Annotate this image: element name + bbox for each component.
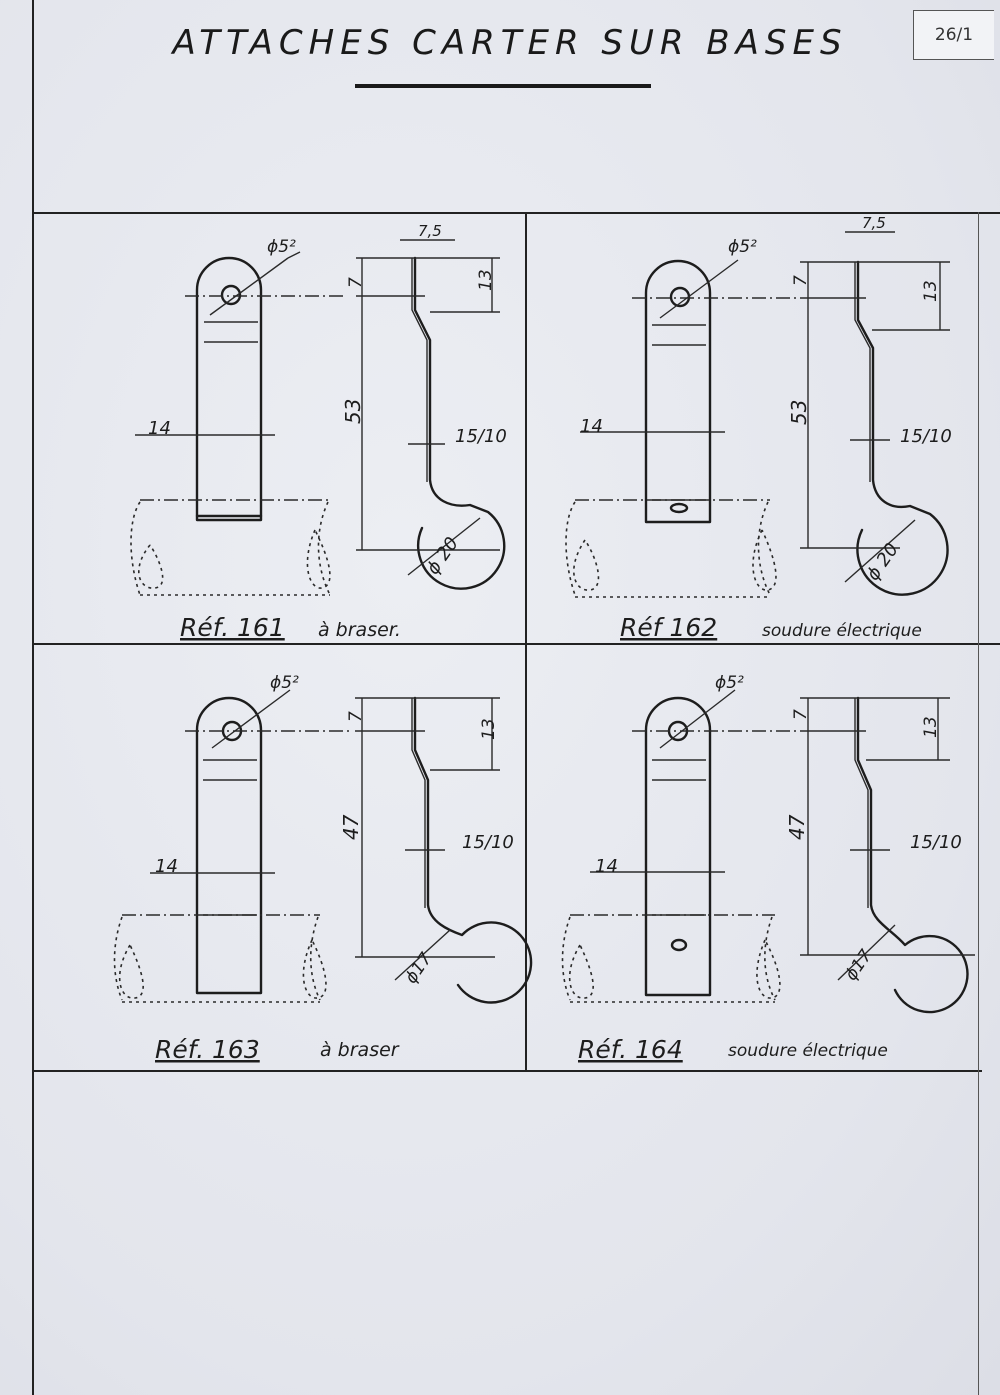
ref-label: Réf 162 xyxy=(620,613,717,642)
length-label: 47 xyxy=(785,814,809,840)
frame-left-border xyxy=(32,0,34,1395)
frame-right-border xyxy=(978,212,979,1395)
method-label: à braser xyxy=(320,1039,400,1061)
weld-spot xyxy=(670,938,688,952)
bracket-side-profile xyxy=(856,260,949,596)
frame-header-divider xyxy=(32,212,1000,214)
bracket-front-view xyxy=(644,259,712,524)
frame-center-divider xyxy=(525,212,527,1072)
weld-spot xyxy=(669,502,689,514)
offset-label: 7,5 xyxy=(862,214,886,232)
ring-dia-label: ϕ17 xyxy=(401,949,436,988)
hole-dia-label: ϕ5² xyxy=(267,237,296,257)
mounting-hole xyxy=(220,284,242,306)
thickness-label: 15/10 xyxy=(900,426,952,447)
hole-to-top-label: 7 xyxy=(791,709,811,720)
thickness-label: 15/10 xyxy=(455,426,507,447)
bracket-side-profile xyxy=(413,256,506,590)
width-label: 14 xyxy=(595,856,618,877)
bracket-side-profile xyxy=(413,696,533,1004)
panel-ref-162 xyxy=(565,231,950,598)
thickness-label: 15/10 xyxy=(910,832,962,853)
width-label: 14 xyxy=(148,418,171,439)
bend-height-label: 13 xyxy=(479,718,499,740)
bracket-side-profile xyxy=(856,696,969,1014)
bend-height-label: 13 xyxy=(476,269,496,291)
ring-dia-label: ϕ 20 xyxy=(422,533,462,578)
title-underline xyxy=(355,84,651,88)
length-label: 47 xyxy=(339,814,363,840)
bend-height-label: 13 xyxy=(921,716,941,738)
drawing-title: ATTACHES CARTER SUR BASES xyxy=(172,23,848,63)
bracket-front-view xyxy=(644,696,712,997)
frame-middle-divider xyxy=(32,643,1000,645)
hole-to-top-label: 7 xyxy=(791,275,811,286)
method-label: soudure électrique xyxy=(762,621,922,641)
ref-label: Réf. 164 xyxy=(578,1035,683,1064)
hole-dia-label: ϕ5² xyxy=(270,673,299,693)
width-label: 14 xyxy=(580,416,603,437)
frame-bottom-divider xyxy=(32,1070,982,1072)
ref-label: Réf. 161 xyxy=(180,613,285,642)
panel-ref-163 xyxy=(113,689,533,1004)
method-label: soudure électrique xyxy=(728,1041,888,1061)
length-label: 53 xyxy=(341,399,365,424)
method-label: à braser. xyxy=(318,619,401,641)
hole-to-top-label: 7 xyxy=(346,711,366,722)
hole-to-top-label: 7 xyxy=(346,277,366,288)
ring-dia-label: ϕ17 xyxy=(841,946,876,985)
page-number-tab: 26/1 xyxy=(913,10,994,60)
thickness-label: 15/10 xyxy=(462,832,514,853)
panel-ref-164 xyxy=(561,689,975,1014)
hole-dia-label: ϕ5² xyxy=(728,237,757,257)
offset-label: 7,5 xyxy=(418,222,442,240)
length-label: 53 xyxy=(787,400,811,425)
bracket-front-view xyxy=(195,256,263,522)
bend-height-label: 13 xyxy=(921,280,941,302)
panel-ref-161 xyxy=(130,239,506,596)
hole-dia-label: ϕ5² xyxy=(715,673,744,693)
bracket-front-view xyxy=(195,696,263,995)
width-label: 14 xyxy=(155,856,178,877)
ref-label: Réf. 163 xyxy=(155,1035,260,1064)
